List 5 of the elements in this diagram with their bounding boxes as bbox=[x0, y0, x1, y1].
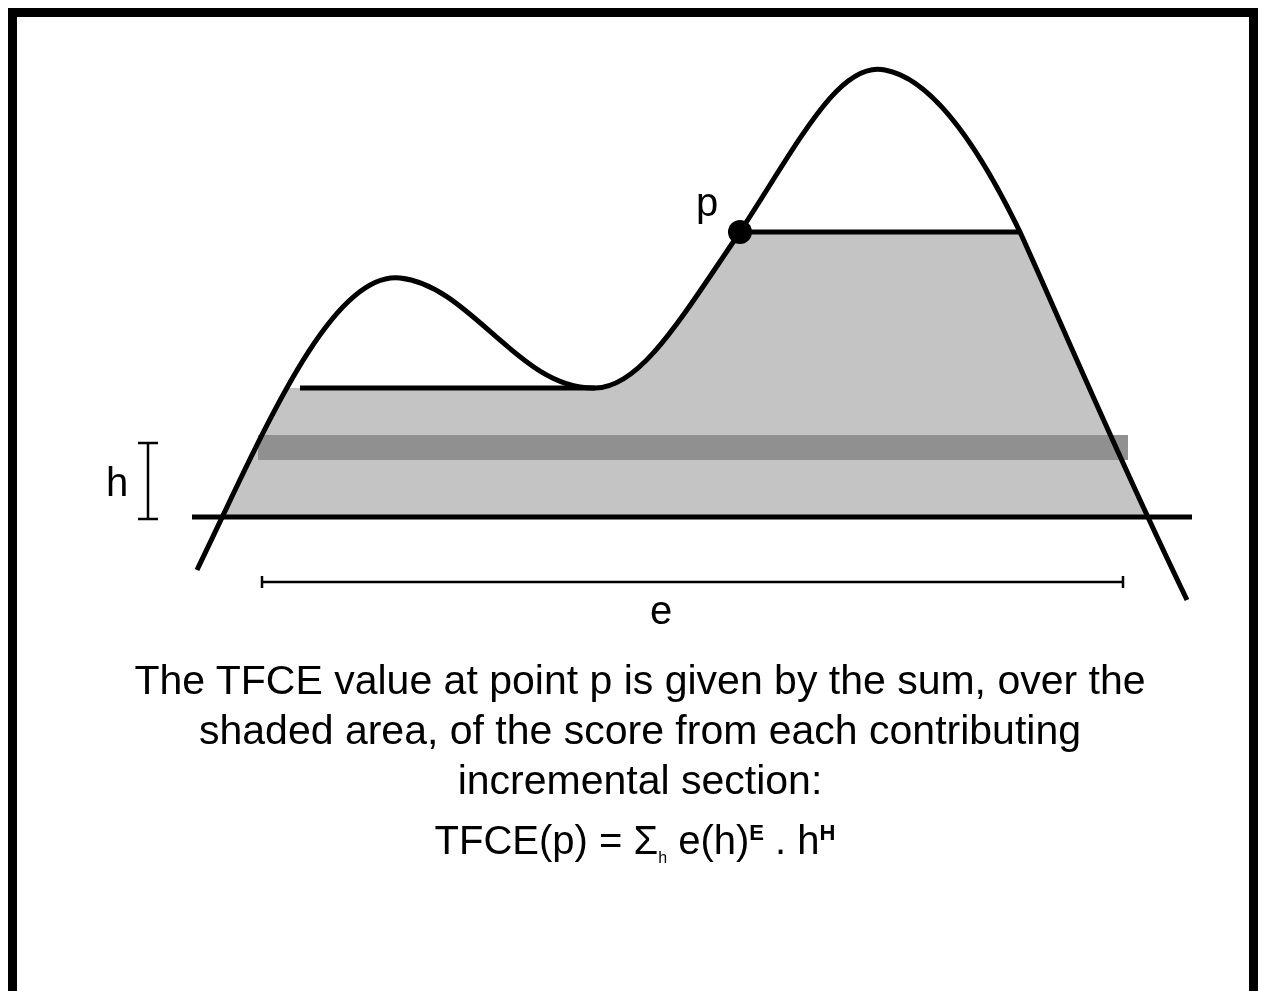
dimension-label: e bbox=[650, 590, 673, 630]
formula: TFCE(p) = Σ$_{h}$ e(h)$^{E}$ . h$^{H}$ bbox=[433, 820, 837, 866]
caption: The TFCE value at point p is given by the sum, over the shaded area, of the score from each contributing incremental section: bbox=[133, 656, 1147, 805]
dimension-label: h bbox=[106, 462, 129, 502]
point-label: p bbox=[696, 182, 719, 222]
